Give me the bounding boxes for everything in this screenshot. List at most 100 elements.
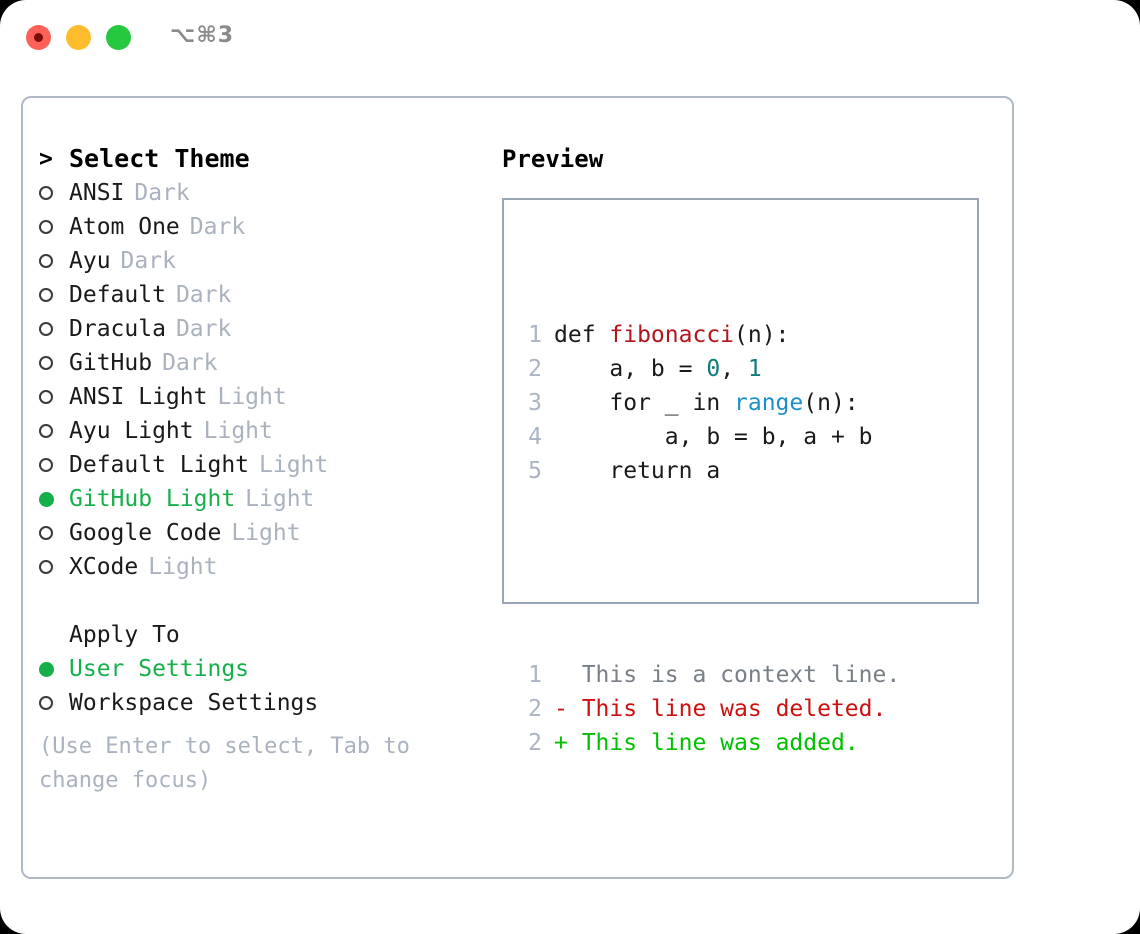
- code-token-plain: return a: [554, 458, 721, 484]
- theme-option-row[interactable]: Google Code Light: [39, 516, 499, 550]
- page-title: Select Theme: [69, 144, 250, 173]
- theme-option-label: Google Code: [69, 520, 222, 546]
- theme-option-label: ANSI Light: [69, 384, 208, 410]
- code-token-num: 1: [747, 356, 762, 382]
- theme-option-row[interactable]: ANSI Light Light: [39, 380, 499, 414]
- apply-to-heading-row: Apply To: [39, 618, 499, 652]
- theme-option-label: GitHub Light: [69, 486, 236, 512]
- diff-text: This line was added.: [567, 730, 859, 756]
- radio-selected-icon[interactable]: [39, 491, 69, 507]
- radio-circle: [39, 661, 54, 677]
- diff-text: This is a context line.: [567, 662, 901, 688]
- diff-line-number: 1: [528, 662, 542, 688]
- radio-unselected-icon[interactable]: [39, 560, 69, 574]
- theme-option-label: GitHub: [69, 350, 153, 376]
- theme-variant-tag: Dark: [175, 282, 232, 308]
- minimize-window-button[interactable]: [66, 25, 91, 50]
- theme-option-label: XCode: [69, 554, 139, 580]
- radio-circle: [39, 424, 53, 438]
- radio-circle: [39, 220, 53, 234]
- apply-to-option-label: User Settings: [69, 656, 250, 682]
- radio-circle: [39, 491, 54, 507]
- traffic-lights: [26, 25, 146, 50]
- radio-unselected-icon[interactable]: [39, 288, 69, 302]
- radio-circle: [39, 526, 53, 540]
- diff-text: This line was deleted.: [567, 696, 887, 722]
- theme-option-row[interactable]: GitHub Dark: [39, 346, 499, 380]
- radio-circle: [39, 322, 53, 336]
- theme-option-label: Ayu Light: [69, 418, 194, 444]
- radio-circle: [39, 254, 53, 268]
- apply-to-option-row[interactable]: Workspace Settings: [39, 686, 499, 720]
- radio-unselected-icon[interactable]: [39, 424, 69, 438]
- theme-variant-tag: Light: [217, 384, 287, 410]
- theme-option-label: Default: [69, 282, 166, 308]
- code-line: 5 return a: [520, 454, 900, 488]
- radio-circle: [39, 288, 53, 302]
- theme-variant-tag: Light: [231, 520, 301, 546]
- radio-unselected-icon[interactable]: [39, 186, 69, 200]
- radio-unselected-icon[interactable]: [39, 322, 69, 336]
- radio-circle: [39, 356, 53, 370]
- maximize-window-button[interactable]: [106, 25, 131, 50]
- apply-to-title: Apply To: [69, 622, 180, 648]
- diff-line: 1 This is a context line.: [520, 658, 900, 692]
- radio-unselected-icon[interactable]: [39, 526, 69, 540]
- theme-option-label: ANSI: [69, 180, 125, 206]
- radio-unselected-icon[interactable]: [39, 696, 69, 710]
- keyboard-hint-text: (Use Enter to select, Tab to change focu…: [39, 734, 424, 793]
- line-number: 5: [528, 458, 542, 484]
- title-bar: ⌥⌘3: [0, 0, 1140, 78]
- radio-unselected-icon[interactable]: [39, 356, 69, 370]
- code-token-call: range: [734, 390, 804, 416]
- code-token-plain: (n):: [803, 390, 859, 416]
- line-number: 3: [528, 390, 542, 416]
- radio-circle: [39, 186, 53, 200]
- caret-icon: >: [39, 146, 53, 172]
- radio-circle: [39, 390, 53, 404]
- close-window-button[interactable]: [26, 25, 51, 50]
- radio-unselected-icon[interactable]: [39, 254, 69, 268]
- diff-marker: [554, 662, 568, 688]
- radio-unselected-icon[interactable]: [39, 220, 69, 234]
- code-token-fn: fibonacci: [609, 322, 735, 348]
- keyboard-shortcut-label: ⌥⌘3: [170, 23, 235, 48]
- theme-variant-tag: Dark: [189, 214, 246, 240]
- code-line: 2 a, b = 0, 1: [520, 352, 900, 386]
- code-token-plain: for _ in: [554, 390, 735, 416]
- diff-block: 1 This is a context line. 2- This line wa…: [520, 658, 900, 760]
- apply-to-option-label: Workspace Settings: [69, 690, 319, 716]
- diff-marker: -: [554, 696, 568, 722]
- theme-variant-tag: Light: [245, 486, 315, 512]
- theme-variant-tag: Dark: [162, 350, 218, 376]
- radio-selected-icon[interactable]: [39, 661, 69, 677]
- close-icon: [34, 33, 43, 42]
- apply-to-option-row[interactable]: User Settings: [39, 652, 499, 686]
- code-token-plain: ,: [720, 356, 748, 382]
- theme-option-row[interactable]: GitHub Light Light: [39, 482, 499, 516]
- code-token-plain: a, b =: [554, 356, 707, 382]
- theme-option-row[interactable]: Ayu Light Light: [39, 414, 499, 448]
- diff-line-number: 2: [528, 696, 542, 722]
- theme-variant-tag: Light: [203, 418, 273, 444]
- radio-unselected-icon[interactable]: [39, 458, 69, 472]
- radio-unselected-icon[interactable]: [39, 390, 69, 404]
- code-token-num: 0: [706, 356, 721, 382]
- radio-circle: [39, 696, 53, 710]
- theme-option-row[interactable]: Default Dark: [39, 278, 499, 312]
- theme-option-label: Default Light: [69, 452, 250, 478]
- code-blank-line: [520, 556, 900, 590]
- select-theme-heading-row: > Select Theme: [39, 142, 499, 176]
